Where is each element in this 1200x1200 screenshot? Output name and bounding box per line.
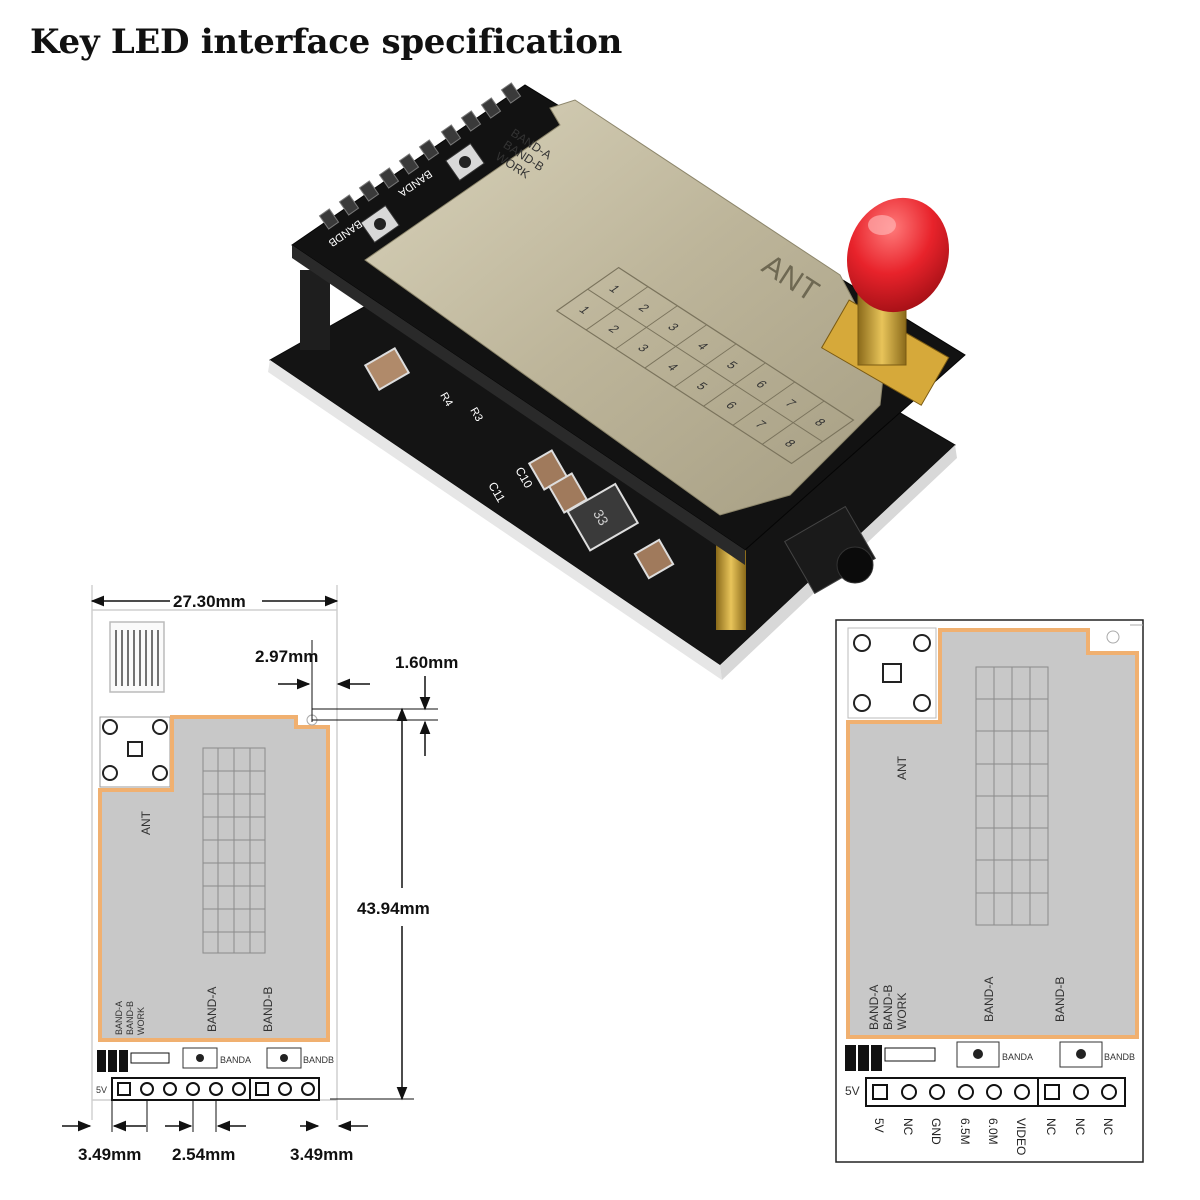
page-title: Key LED interface specification bbox=[30, 22, 623, 62]
right-btn-bandb-label: BANDB bbox=[1104, 1052, 1135, 1062]
shield-table-top-2: 2 bbox=[635, 302, 653, 314]
left-antenna-spring bbox=[109, 621, 165, 693]
shield-table-top-6: 6 bbox=[753, 378, 771, 390]
left-banda-vertical: BAND-A bbox=[205, 987, 219, 1032]
right-led-label-bandb: BAND-B bbox=[881, 985, 895, 1030]
shield-table-bottom-8: 8 bbox=[781, 437, 799, 449]
right-pin-label-3: GND bbox=[929, 1118, 943, 1145]
right-leds bbox=[845, 1045, 936, 1071]
photo-inductor-label: 33 bbox=[590, 507, 612, 529]
left-table bbox=[202, 747, 266, 954]
shield-table-bottom-3: 3 bbox=[634, 342, 652, 354]
left-diagram: ANT BAND-A BAND-B WORK BAND-A BAND-B bbox=[62, 585, 458, 1164]
right-banda-vertical: BAND-A bbox=[982, 977, 996, 1022]
right-bandb-vertical: BAND-B bbox=[1053, 977, 1067, 1022]
left-module bbox=[98, 715, 330, 1042]
right-pin-label-4: 6.5M bbox=[958, 1118, 972, 1145]
left-5v-label: 5V bbox=[96, 1085, 107, 1095]
right-ant-label: ANT bbox=[895, 755, 909, 780]
left-btn-bandb-label: BANDB bbox=[303, 1055, 334, 1065]
shield-table: 1 2 3 4 5 6 7 8 1 2 3 4 5 6 7 8 bbox=[555, 266, 855, 465]
shield-table-bottom-5: 5 bbox=[693, 380, 711, 392]
photo-silk-5v: 5V bbox=[523, 62, 543, 82]
left-dim-right-margin: 3.49mm bbox=[290, 1145, 353, 1164]
board-photo: 1 2 3 4 5 6 7 8 1 2 3 4 5 6 7 8 BAND-A B… bbox=[268, 62, 966, 680]
shield-table-top-5: 5 bbox=[723, 359, 741, 371]
shield-table-bottom-4: 4 bbox=[664, 361, 682, 373]
right-btn-banda-label: BANDA bbox=[1002, 1052, 1033, 1062]
right-pin-label-7: NC bbox=[1044, 1118, 1058, 1136]
left-dim-width: 27.30mm bbox=[173, 592, 246, 611]
left-bandb-vertical: BAND-B bbox=[261, 987, 275, 1032]
left-led-label-bandb: BAND-B bbox=[125, 1001, 135, 1035]
left-ant-label: ANT bbox=[139, 810, 153, 835]
photo-capacitor-1 bbox=[363, 347, 411, 391]
right-led-label-banda: BAND-A bbox=[867, 985, 881, 1030]
left-pin-header bbox=[111, 1077, 320, 1101]
left-dim-height: 43.94mm bbox=[357, 899, 430, 918]
right-led-label-work: WORK bbox=[895, 993, 909, 1030]
left-btn-banda-label: BANDA bbox=[220, 1055, 251, 1065]
left-led-label-banda: BAND-A bbox=[114, 1001, 124, 1035]
header-pins bbox=[318, 82, 522, 230]
shield-table-bottom-6: 6 bbox=[722, 399, 740, 411]
right-table bbox=[975, 666, 1049, 926]
left-dim-hole-offset: 2.97mm bbox=[255, 647, 318, 666]
right-5v-label: 5V bbox=[845, 1084, 860, 1098]
shield-table-bottom-1: 1 bbox=[576, 304, 594, 316]
left-dim-left-margin: 3.49mm bbox=[78, 1145, 141, 1164]
shield-table-top-1: 1 bbox=[606, 283, 624, 295]
shield-table-top-7: 7 bbox=[782, 397, 800, 409]
left-dim-pitch: 2.54mm bbox=[172, 1145, 235, 1164]
right-pin-header bbox=[865, 1077, 1126, 1107]
shield-table-top-3: 3 bbox=[664, 321, 682, 333]
right-pin-label-6: VIDEO bbox=[1014, 1118, 1028, 1155]
right-module bbox=[846, 628, 1139, 1039]
right-pin-label-8: NC bbox=[1073, 1118, 1087, 1136]
right-pin-label-9: NC bbox=[1101, 1118, 1115, 1136]
shield-table-bottom-7: 7 bbox=[752, 418, 770, 430]
right-pin-label-1: 5V bbox=[872, 1118, 886, 1133]
left-led-label-work: WORK bbox=[136, 1007, 146, 1035]
right-diagram: ANT BAND-A BAND-B WORK BAND-A BAND-B bbox=[835, 619, 1144, 1163]
left-leds bbox=[97, 1050, 170, 1072]
shield-table-top-8: 8 bbox=[811, 416, 829, 428]
shield-table-top-4: 4 bbox=[694, 340, 712, 352]
shield-table-bottom-2: 2 bbox=[605, 323, 623, 335]
right-pin-label-2: NC bbox=[901, 1118, 915, 1136]
photo-inductor bbox=[566, 482, 640, 552]
right-pin-label-5: 6.0M bbox=[986, 1118, 1000, 1145]
standoff-left bbox=[300, 270, 330, 350]
photo-capacitor-4 bbox=[633, 538, 675, 580]
left-dim-hole-top: 1.60mm bbox=[395, 653, 458, 672]
